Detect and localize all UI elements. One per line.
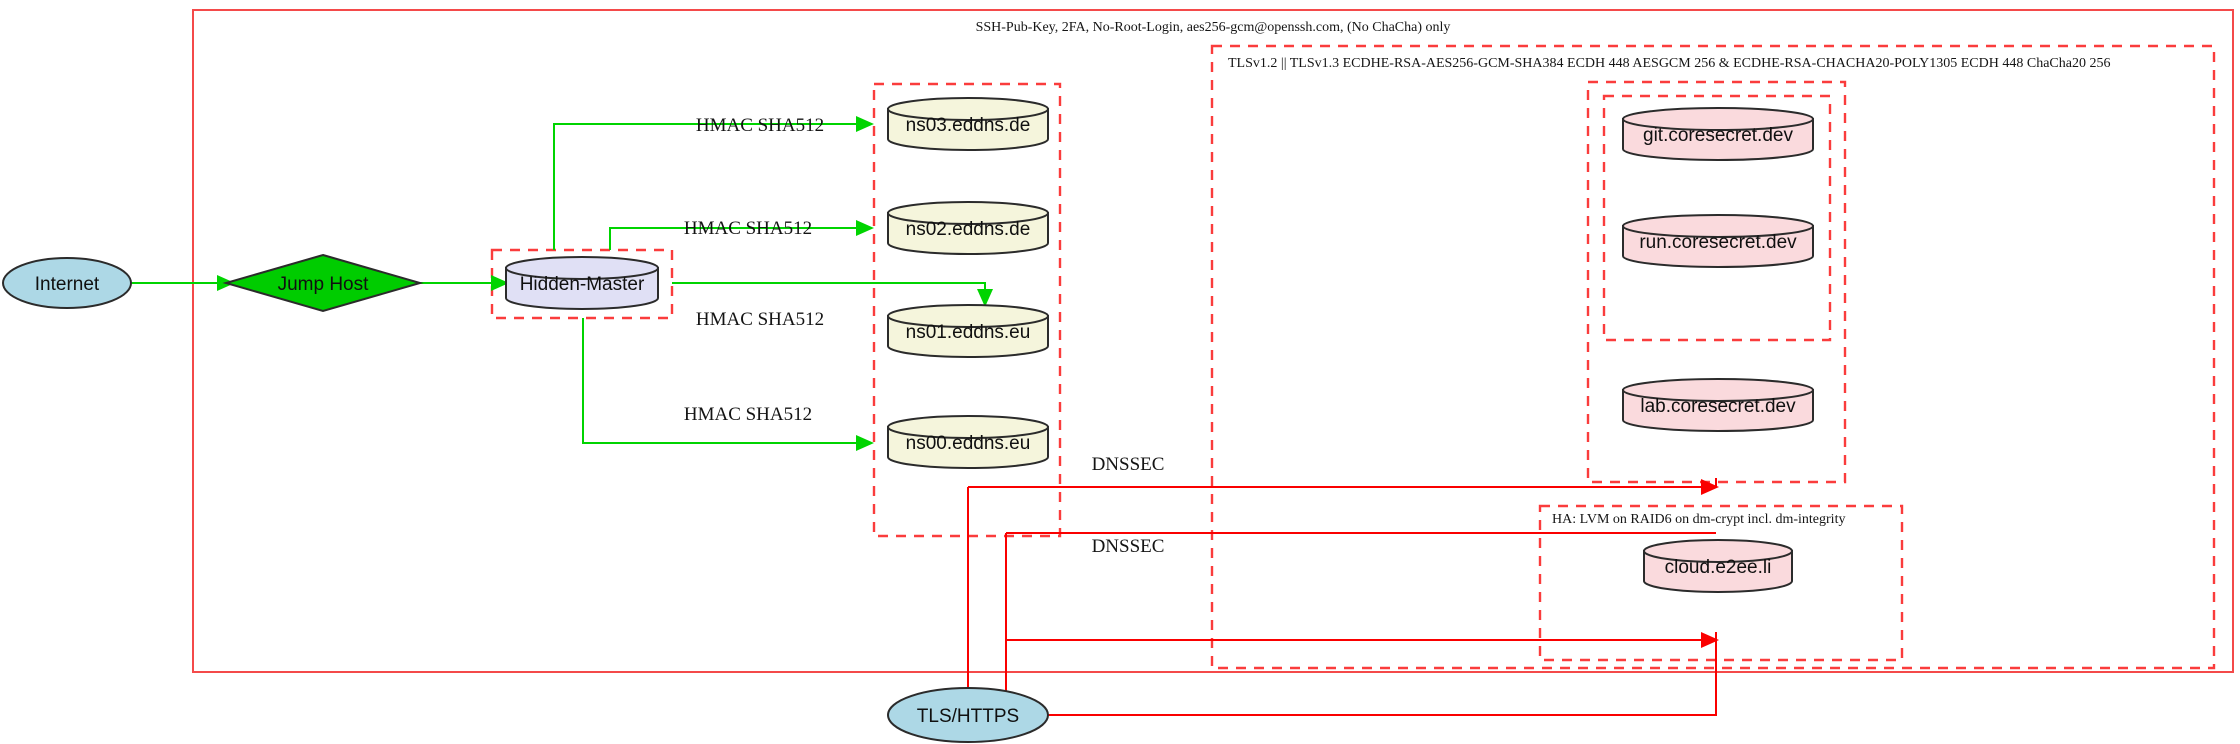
hidden-master-top[interactable] <box>505 256 659 280</box>
edge-hiddenmaster-to-ns00 <box>582 318 874 451</box>
cluster-ssh-border <box>192 9 2234 673</box>
edge-label-hmac-ns02: HMAC SHA512 <box>684 218 812 239</box>
tls-https-ellipse[interactable] <box>887 687 1049 743</box>
cluster-ssh: SSH-Pub-Key, 2FA, No-Root-Login, aes256-… <box>192 9 2234 673</box>
internet-ellipse[interactable] <box>2 257 132 309</box>
node-ns01[interactable]: ns01.eddns.eu <box>887 304 1049 358</box>
ns03-label: ns03.eddns.de <box>906 115 1031 136</box>
ns02-top[interactable] <box>887 201 1049 225</box>
ns03-top[interactable] <box>887 97 1049 121</box>
cluster-ha: HA: LVM on RAID6 on dm-crypt incl. dm-in… <box>1538 504 1904 662</box>
cluster-dns <box>872 82 1062 538</box>
run-label: run.coresecret.dev <box>1639 232 1797 253</box>
ns02-label: ns02.eddns.de <box>906 219 1031 240</box>
tls-https-label: TLS/HTTPS <box>917 706 1019 727</box>
cluster-coresecret-outer-border <box>1586 80 1847 484</box>
edge-label-hmac-ns01: HMAC SHA512 <box>696 309 824 330</box>
run-top[interactable] <box>1622 214 1814 238</box>
node-lab-coresecret[interactable]: lab.coresecret.dev <box>1622 378 1814 432</box>
cluster-dns-border <box>872 82 1062 538</box>
cluster-coresecret <box>1586 80 1847 484</box>
git-label: git.coresecret.dev <box>1643 125 1793 146</box>
node-cloud-e2ee[interactable]: cloud.e2ee.li <box>1643 539 1793 593</box>
jump-host-diamond[interactable] <box>222 253 424 313</box>
cluster-ha-label: HA: LVM on RAID6 on dm-crypt incl. dm-in… <box>1552 512 1845 527</box>
cluster-coresecret-inner-border <box>1602 94 1832 342</box>
edge-label-hmac-ns00: HMAC SHA512 <box>684 404 812 425</box>
edge-label-dnssec-lower: DNSSEC <box>1092 536 1165 557</box>
cluster-tls-label: TLSv1.2 || TLSv1.3 ECDHE-RSA-AES256-GCM-… <box>1228 56 2110 71</box>
lab-top[interactable] <box>1622 378 1814 402</box>
lab-label: lab.coresecret.dev <box>1640 396 1796 417</box>
edge-label-dnssec-upper: DNSSEC <box>1092 454 1165 475</box>
node-git-coresecret[interactable]: git.coresecret.dev <box>1622 107 1814 161</box>
node-ns02[interactable]: ns02.eddns.de <box>887 201 1049 255</box>
cloud-top[interactable] <box>1643 539 1793 563</box>
ns00-label: ns00.eddns.eu <box>906 433 1031 454</box>
node-tls-https[interactable]: TLS/HTTPS <box>887 687 1049 743</box>
edge-hiddenmaster-to-ns02 <box>609 220 874 250</box>
edge-label-hmac-ns03: HMAC SHA512 <box>696 115 824 136</box>
jump-host-label: Jump Host <box>278 274 370 295</box>
internet-label: Internet <box>35 274 100 295</box>
cloud-label: cloud.e2ee.li <box>1665 557 1772 578</box>
node-ns03[interactable]: ns03.eddns.de <box>887 97 1049 151</box>
cluster-ssh-label: SSH-Pub-Key, 2FA, No-Root-Login, aes256-… <box>976 20 1451 35</box>
edge-hiddenmaster-to-ns01 <box>672 282 993 307</box>
node-run-coresecret[interactable]: run.coresecret.dev <box>1622 214 1814 268</box>
node-ns00[interactable]: ns00.eddns.eu <box>887 415 1049 469</box>
ns00-top[interactable] <box>887 415 1049 439</box>
ns01-top[interactable] <box>887 304 1049 328</box>
edge-hiddenmaster-to-ns03 <box>553 116 874 250</box>
edge-labels: HMAC SHA512 HMAC SHA512 HMAC SHA512 HMAC… <box>684 115 1165 557</box>
cluster-hidden-master-border <box>490 248 674 320</box>
ns01-label: ns01.eddns.eu <box>906 322 1031 343</box>
node-jump-host[interactable]: Jump Host <box>222 253 424 313</box>
git-top[interactable] <box>1622 107 1814 131</box>
edge-tlshttps-right <box>1048 648 1717 716</box>
cluster-ha-border <box>1538 504 1904 662</box>
cluster-tls-border <box>1210 44 2216 670</box>
hidden-master-label: Hidden-Master <box>520 274 645 295</box>
node-hidden-master[interactable]: Hidden-Master <box>505 256 659 310</box>
red-edges <box>967 478 1719 718</box>
green-edges <box>131 116 993 451</box>
cluster-hidden-master <box>490 248 674 320</box>
node-internet[interactable]: Internet <box>2 257 132 309</box>
cluster-tls: TLSv1.2 || TLSv1.3 ECDHE-RSA-AES256-GCM-… <box>1210 44 2216 670</box>
